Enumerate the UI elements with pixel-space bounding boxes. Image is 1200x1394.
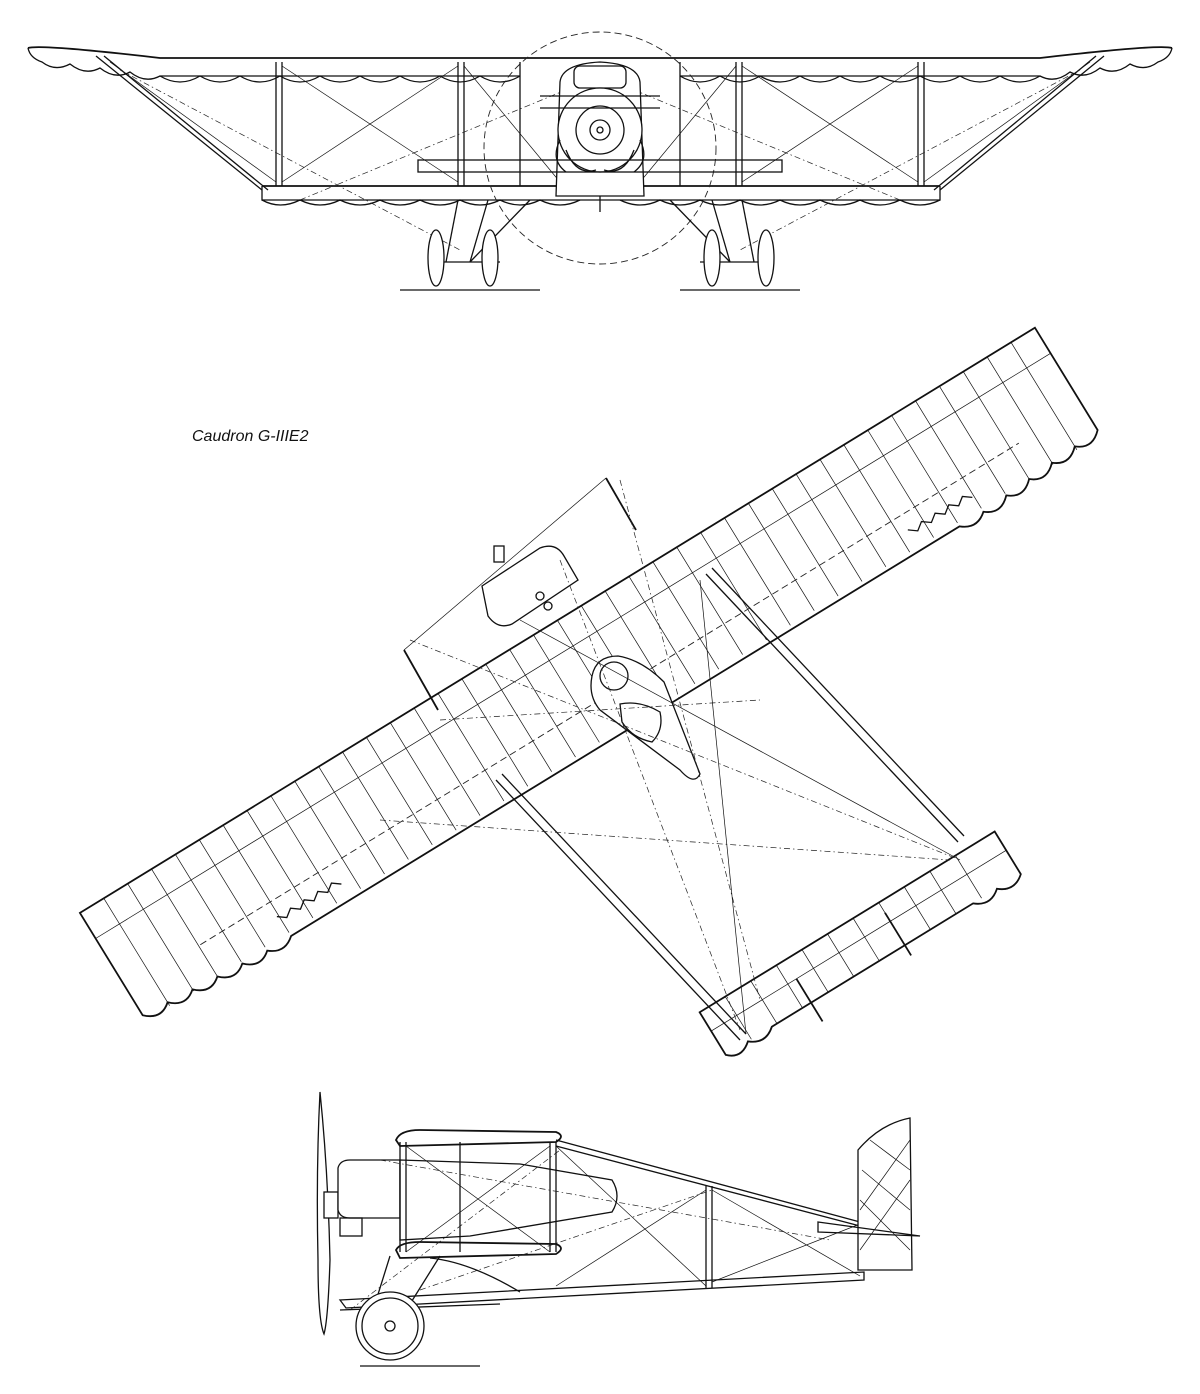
- wing-rib: [891, 415, 958, 524]
- wing-rib: [413, 707, 481, 816]
- wing-rib: [628, 576, 696, 685]
- wing-rib: [342, 751, 409, 860]
- wing-rib: [819, 459, 887, 568]
- side-wheel: [355, 1291, 425, 1361]
- wing-rib: [318, 766, 385, 875]
- wing-rib: [222, 824, 290, 933]
- wing-rib: [676, 546, 743, 655]
- side-engine-cylinder: [339, 1217, 363, 1237]
- wing-rib: [175, 854, 242, 963]
- plan-view: [78, 326, 1099, 1057]
- wing-rib: [103, 898, 170, 1006]
- wing-rib: [246, 810, 314, 919]
- plan-tail-booms: [495, 567, 965, 1041]
- front-landing-gear-left: [400, 199, 540, 291]
- front-bracing-wires: [109, 61, 1091, 251]
- side-engine-cowl: [337, 1159, 401, 1219]
- plan-engine: [481, 545, 579, 627]
- plan-nacelle: [590, 655, 701, 780]
- side-prop-hub: [323, 1191, 339, 1219]
- wing-rib: [724, 517, 791, 626]
- front-propeller-disc: [483, 31, 717, 265]
- side-nacelle: [399, 1159, 618, 1241]
- side-upper-boom-2: [555, 1145, 861, 1227]
- wing-rib: [700, 532, 767, 641]
- wing-rib: [939, 386, 1006, 494]
- wing-rib: [1010, 342, 1078, 450]
- side-boom-struts: [705, 1186, 713, 1288]
- side-upper-boom: [555, 1139, 861, 1223]
- front-view: [27, 31, 1173, 291]
- side-lower-boom: [338, 1271, 865, 1309]
- side-upper-wing: [394, 1129, 562, 1147]
- wing-rib: [795, 473, 863, 582]
- side-view: [316, 1091, 921, 1367]
- wing-rib: [461, 678, 529, 787]
- wing-rib: [533, 634, 600, 743]
- plan-bracing-wires: [379, 479, 961, 1035]
- wing-rib: [151, 868, 218, 977]
- plan-tailplane: [698, 830, 1022, 1057]
- front-landing-gear-right: [669, 199, 800, 291]
- wing-rib: [294, 781, 361, 889]
- wing-rib: [199, 839, 266, 948]
- drawing-caption: Caudron G-IIIE2: [192, 428, 309, 445]
- wing-rib: [366, 737, 433, 845]
- wing-rib: [867, 429, 934, 538]
- side-struts: [399, 1142, 557, 1252]
- side-bracing-wires: [349, 1145, 861, 1311]
- wing-rib: [915, 400, 982, 509]
- wing-rib: [437, 693, 505, 802]
- wing-rib: [843, 444, 911, 553]
- front-upper-wing: [27, 46, 1173, 83]
- wing-rib: [652, 561, 720, 670]
- wing-rib: [986, 356, 1054, 465]
- front-struts: [95, 55, 1105, 191]
- wing-rib: [748, 503, 815, 611]
- front-nacelle-engine: [555, 61, 645, 212]
- wing-rib: [390, 722, 457, 831]
- side-fin-rudder: [817, 1117, 921, 1271]
- wing-rib: [962, 371, 1030, 480]
- wing-rib: [127, 883, 194, 992]
- wing-rib: [771, 488, 839, 597]
- plan-wing-ribs: [103, 342, 1078, 1006]
- wing-rib: [485, 664, 552, 772]
- wing-rib: [270, 795, 338, 904]
- front-center-struts: [417, 62, 783, 186]
- wing-rib: [509, 649, 576, 758]
- side-landing-gear: [339, 1255, 521, 1367]
